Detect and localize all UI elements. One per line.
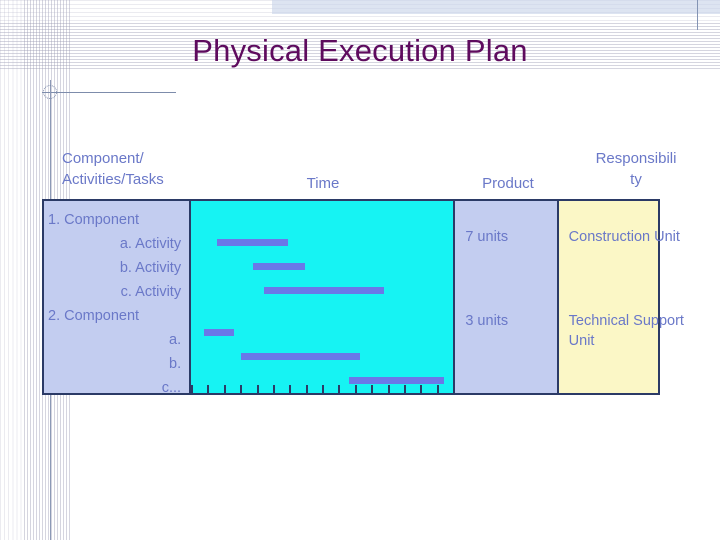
gantt-bar [253,263,306,270]
header-product: Product [482,175,534,192]
header-responsibility-line1: Responsibili [595,150,677,167]
column-time-gantt [191,201,456,393]
gantt-bar [204,329,235,336]
axis-tick [338,385,341,393]
axis-tick [224,385,227,393]
task-row: b. [169,356,182,372]
axis-tick [257,385,260,393]
task-row: 2. Component [48,308,140,324]
task-row: b. Activity [119,260,182,276]
column-product: 7 units 3 units [455,201,559,393]
axis-tick [404,385,407,393]
gantt-bar [217,239,289,246]
axis-tick [371,385,374,393]
header-component-activities-tasks: Component/ Activities/Tasks [44,148,192,190]
axis-tick [289,385,292,393]
axis-tick [306,385,309,393]
column-tasks: 1. Component a. Activity b. Activity c. Act… [44,201,192,396]
responsibility-value-1: Construction Unit [568,229,680,245]
gantt-bar [264,287,385,294]
axis-tick [207,385,210,393]
task-row: 1. Component [48,212,140,228]
axis-tick [273,385,276,393]
axis-tick [355,385,358,393]
header-component-line1: Component/ [62,150,144,167]
axis-tick [240,385,243,393]
task-row: a. [169,332,182,348]
execution-plan-table: 1. Component a. Activity b. Activity c. Act… [42,199,684,396]
product-value-2: 3 units [465,313,509,329]
decorative-circle-icon [43,85,57,99]
task-row: a. Activity [119,236,182,252]
time-axis-ticks [191,383,456,393]
header-component-line2: Activities/Tasks [62,171,164,188]
axis-tick [420,385,423,393]
right-vertical-rule [697,0,698,30]
axis-tick [437,385,440,393]
responsibility-value-2: Technical Support Unit [568,313,684,349]
header-time: Time [306,175,340,192]
axis-tick [388,385,391,393]
task-row: c... [161,380,182,396]
decorative-horizontal-line [42,92,176,93]
page-title: Physical Execution Plan [192,33,528,68]
header-responsibility: Responsibili ty [552,148,720,190]
header-responsibility-line2: ty [630,171,642,188]
axis-tick [322,385,325,393]
task-row: c. Activity [120,284,182,300]
column-responsibility: Construction Unit Technical Support Unit [558,201,684,393]
axis-tick [453,385,456,393]
gantt-bar [241,353,361,360]
top-decorative-band [272,0,720,14]
axis-tick [191,385,194,393]
product-value-1: 7 units [465,229,509,245]
gantt-bar [349,377,445,384]
